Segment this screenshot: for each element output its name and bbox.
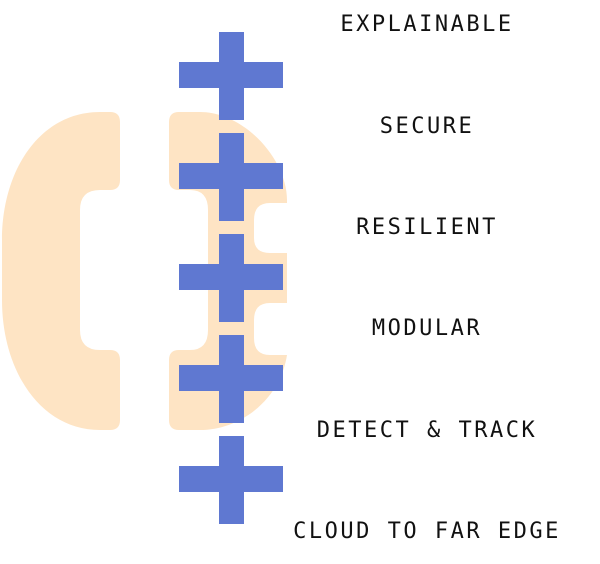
handset-left xyxy=(2,112,120,430)
feature-label: SECURE xyxy=(379,114,475,139)
feature-label: EXPLAINABLE xyxy=(340,12,514,37)
plus-icon xyxy=(179,436,283,524)
feature-label: MODULAR xyxy=(371,316,483,341)
plus-icon xyxy=(179,335,283,423)
plus-bar xyxy=(179,466,283,492)
plus-icon xyxy=(179,32,283,120)
plus-bar xyxy=(179,62,283,88)
plus-icon xyxy=(179,234,283,322)
plus-bar xyxy=(179,264,283,290)
feature-label: RESILIENT xyxy=(356,215,498,240)
plus-bar xyxy=(179,163,283,189)
plus-bar xyxy=(179,365,283,391)
plus-icon xyxy=(179,133,283,221)
feature-label: CLOUD TO FAR EDGE xyxy=(293,519,561,544)
feature-label: DETECT & TRACK xyxy=(316,418,538,443)
